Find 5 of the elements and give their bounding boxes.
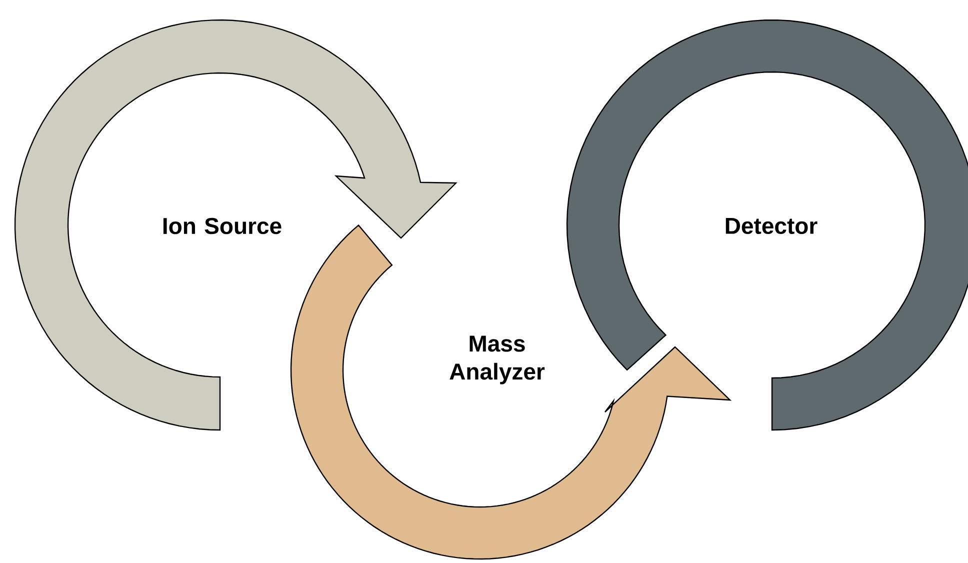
node-label: Ion Source: [163, 218, 282, 234]
curved-arrow: [14, 19, 458, 431]
node-label: Mass Analyzer: [450, 336, 545, 384]
curved-arrow: [290, 224, 732, 560]
node-label: Detector: [726, 218, 818, 234]
